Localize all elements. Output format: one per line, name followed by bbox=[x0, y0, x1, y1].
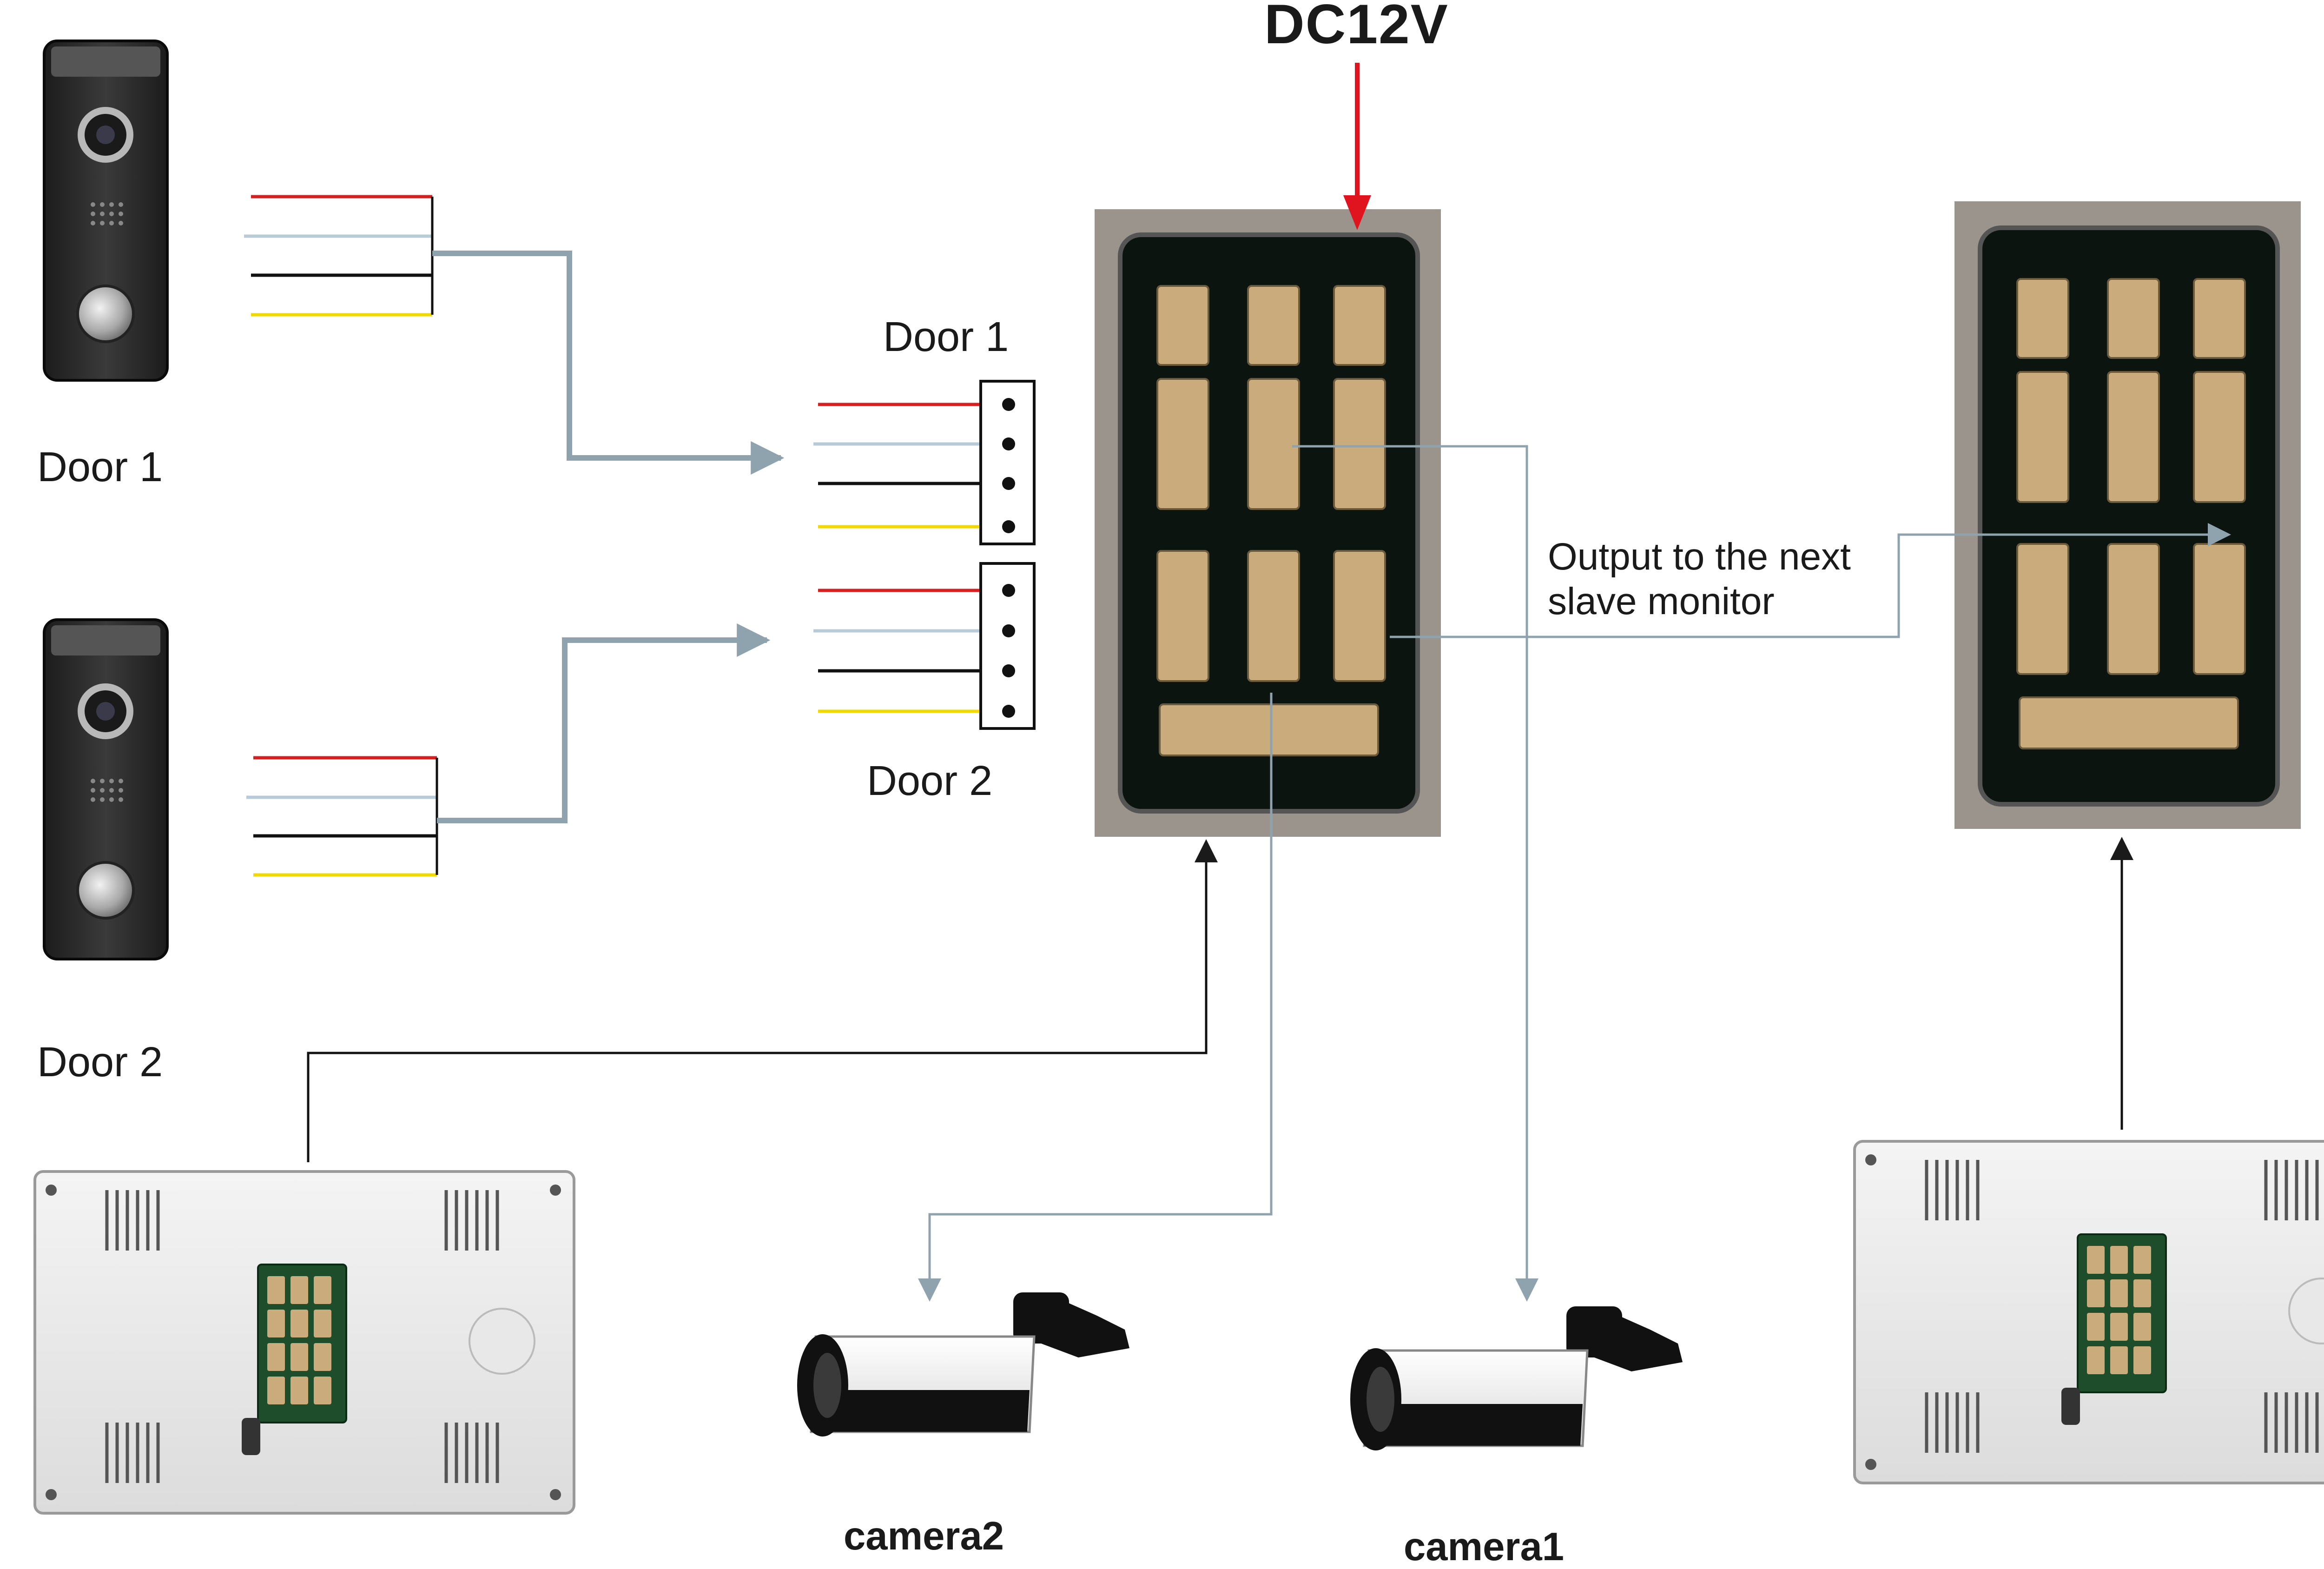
door-2-connection-arrow bbox=[437, 623, 771, 823]
pcb-pad bbox=[314, 1343, 331, 1371]
terminal-door-2-label: Door 2 bbox=[867, 758, 993, 804]
pcb-pad bbox=[2110, 1279, 2128, 1307]
camera1-label: camera1 bbox=[1404, 1525, 1565, 1569]
pcb-pad bbox=[2087, 1346, 2105, 1374]
call-button-icon bbox=[76, 861, 135, 920]
pcb-connector-medium bbox=[1247, 550, 1300, 682]
pcb-connector-medium bbox=[2016, 543, 2069, 675]
power-label: DC12V bbox=[1264, 0, 1449, 55]
pcb-pad bbox=[2110, 1346, 2128, 1374]
pcb-connector-medium bbox=[2107, 543, 2160, 675]
pcb-pad bbox=[314, 1310, 331, 1337]
pcb-connector-small bbox=[1247, 285, 1300, 366]
pcb-pad bbox=[267, 1310, 285, 1337]
pcb-pad bbox=[267, 1343, 285, 1371]
output-note-line2: slave monitor bbox=[1548, 580, 1775, 622]
pcb-connector-medium bbox=[1156, 378, 1209, 510]
door-1-connection-arrow bbox=[432, 251, 785, 475]
pcb-connector-small bbox=[2107, 278, 2160, 359]
pcb-connector-medium bbox=[2107, 371, 2160, 503]
speaker-grille-icon bbox=[91, 202, 123, 225]
indoor-monitor-master bbox=[33, 1170, 575, 1515]
pcb-pad bbox=[267, 1377, 285, 1404]
terminal-block-door-1 bbox=[813, 380, 1036, 545]
pcb-pad bbox=[290, 1310, 308, 1337]
pcb-pad bbox=[2087, 1246, 2105, 1274]
pcb-pad bbox=[2133, 1346, 2151, 1374]
power-arrow-head bbox=[1343, 195, 1371, 230]
pcb-pad bbox=[314, 1377, 331, 1404]
door-1-wire-bundle bbox=[244, 195, 434, 317]
monitor-1-connection-line bbox=[307, 839, 1218, 1162]
pcb-connector-wide bbox=[2019, 696, 2239, 749]
door-station-1 bbox=[43, 40, 169, 382]
pcb-pad bbox=[290, 1377, 308, 1404]
pcb-connector-medium bbox=[1156, 550, 1209, 682]
pcb-pad bbox=[2133, 1279, 2151, 1307]
pcb-pad bbox=[290, 1276, 308, 1304]
pcb-connector-small bbox=[2193, 278, 2246, 359]
pcb-pad bbox=[2133, 1246, 2151, 1274]
camera2-bullet-camera bbox=[797, 1292, 1129, 1437]
pcb-pad bbox=[267, 1276, 285, 1304]
door-1-label: Door 1 bbox=[37, 444, 163, 490]
door-2-wire-bundle bbox=[246, 756, 438, 877]
terminal-block-door-2 bbox=[813, 562, 1036, 730]
output-note-line1: Output to the next bbox=[1548, 536, 1851, 578]
camera2-label: camera2 bbox=[844, 1514, 1004, 1558]
pcb-connector-medium bbox=[2193, 371, 2246, 503]
pcb-pad bbox=[2087, 1279, 2105, 1307]
pcb-connector-medium bbox=[2193, 543, 2246, 675]
pcb-connector-wide bbox=[1159, 703, 1379, 756]
camera1-line bbox=[1292, 445, 1538, 1302]
pcb-connector-small bbox=[1156, 285, 1209, 366]
pcb-connector-medium bbox=[1333, 378, 1386, 510]
call-button-icon bbox=[76, 285, 135, 343]
pcb-connector-small bbox=[2016, 278, 2069, 359]
master-pcb-board bbox=[1095, 209, 1441, 837]
speaker-grille-icon bbox=[91, 779, 123, 802]
pcb-connector-medium bbox=[1247, 378, 1300, 510]
pcb-pad bbox=[2087, 1313, 2105, 1341]
pcb-connector-small bbox=[1333, 285, 1386, 366]
pcb-connector-medium bbox=[2016, 371, 2069, 503]
pcb-pad bbox=[290, 1343, 308, 1371]
pcb-pad bbox=[314, 1276, 331, 1304]
terminal-door-1-label: Door 1 bbox=[883, 314, 1009, 360]
camera1-bullet-camera bbox=[1350, 1306, 1683, 1450]
speaker-grille-icon bbox=[469, 1308, 535, 1375]
door-station-2 bbox=[43, 618, 169, 960]
camera2-line bbox=[918, 693, 1273, 1302]
slave-output-line bbox=[1390, 523, 2231, 638]
output-note: Output to the next slave monitor bbox=[1548, 535, 1851, 624]
speaker-grille-icon bbox=[2288, 1278, 2324, 1344]
pcb-pad bbox=[2133, 1313, 2151, 1341]
pcb-pad bbox=[2110, 1313, 2128, 1341]
slave-pcb-board bbox=[1954, 201, 2301, 829]
pcb-pad bbox=[2110, 1246, 2128, 1274]
pcb-connector-medium bbox=[1333, 550, 1386, 682]
indoor-monitor-slave bbox=[1853, 1140, 2324, 1484]
door-2-label: Door 2 bbox=[37, 1039, 163, 1086]
